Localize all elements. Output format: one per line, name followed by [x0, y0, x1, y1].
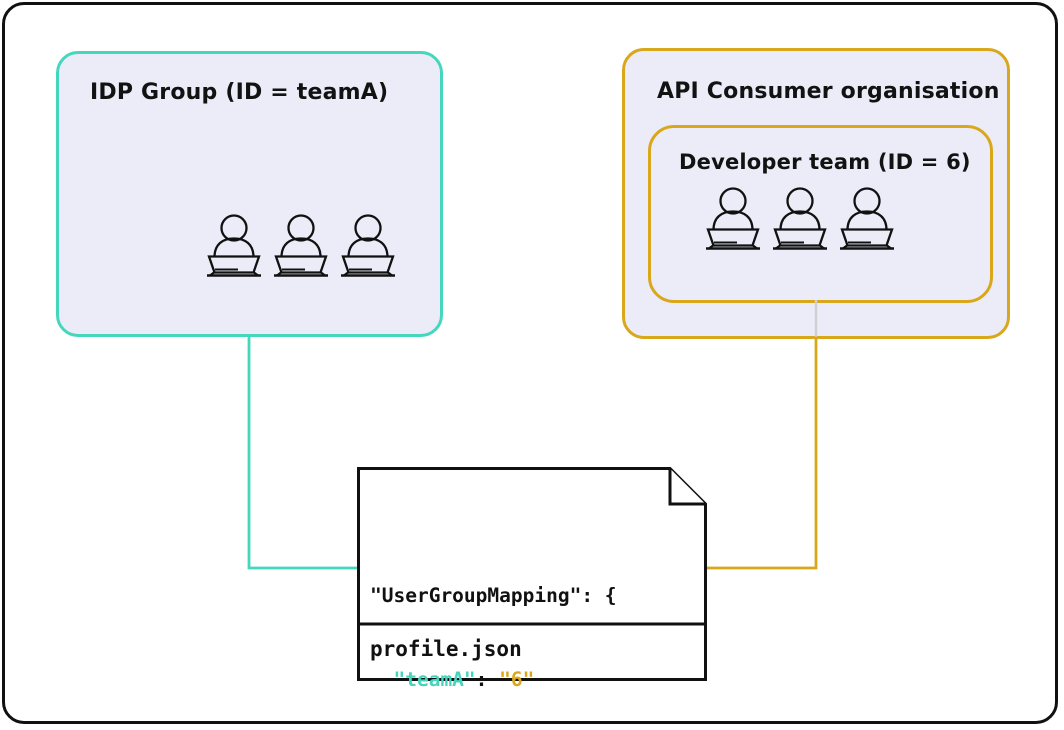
developer-team-people [703, 185, 897, 257]
code-mapping-key: "teamA" [393, 668, 476, 691]
document-filename: profile.json [370, 637, 522, 661]
idp-group-people [204, 212, 398, 284]
profile-json-document: "UserGroupMapping": { "teamA": "6" } pro… [357, 467, 707, 691]
document-outline [357, 467, 707, 681]
document-code-block: "UserGroupMapping": { "teamA": "6" } [370, 526, 700, 730]
api-consumer-organisation-title: API Consumer organisation [657, 79, 1000, 104]
developer-team-title: Developer team (ID = 6) [679, 150, 971, 174]
person-at-laptop-icon [837, 185, 897, 257]
person-at-laptop-icon [204, 212, 264, 284]
idp-group-title: IDP Group (ID = teamA) [90, 80, 389, 105]
person-at-laptop-icon [271, 212, 331, 284]
developer-team-box: Developer team (ID = 6) [648, 125, 993, 303]
person-at-laptop-icon [703, 185, 763, 257]
code-colon: : [475, 668, 500, 691]
code-line-2: "teamA": "6" [370, 666, 700, 694]
person-at-laptop-icon [338, 212, 398, 284]
code-indent [370, 668, 393, 691]
code-line-1: "UserGroupMapping": { [370, 584, 617, 607]
person-at-laptop-icon [770, 185, 830, 257]
api-consumer-organisation-box: API Consumer organisation Developer team… [622, 48, 1010, 339]
idp-group-box: IDP Group (ID = teamA) [56, 51, 443, 337]
code-mapping-value: "6" [499, 668, 535, 691]
